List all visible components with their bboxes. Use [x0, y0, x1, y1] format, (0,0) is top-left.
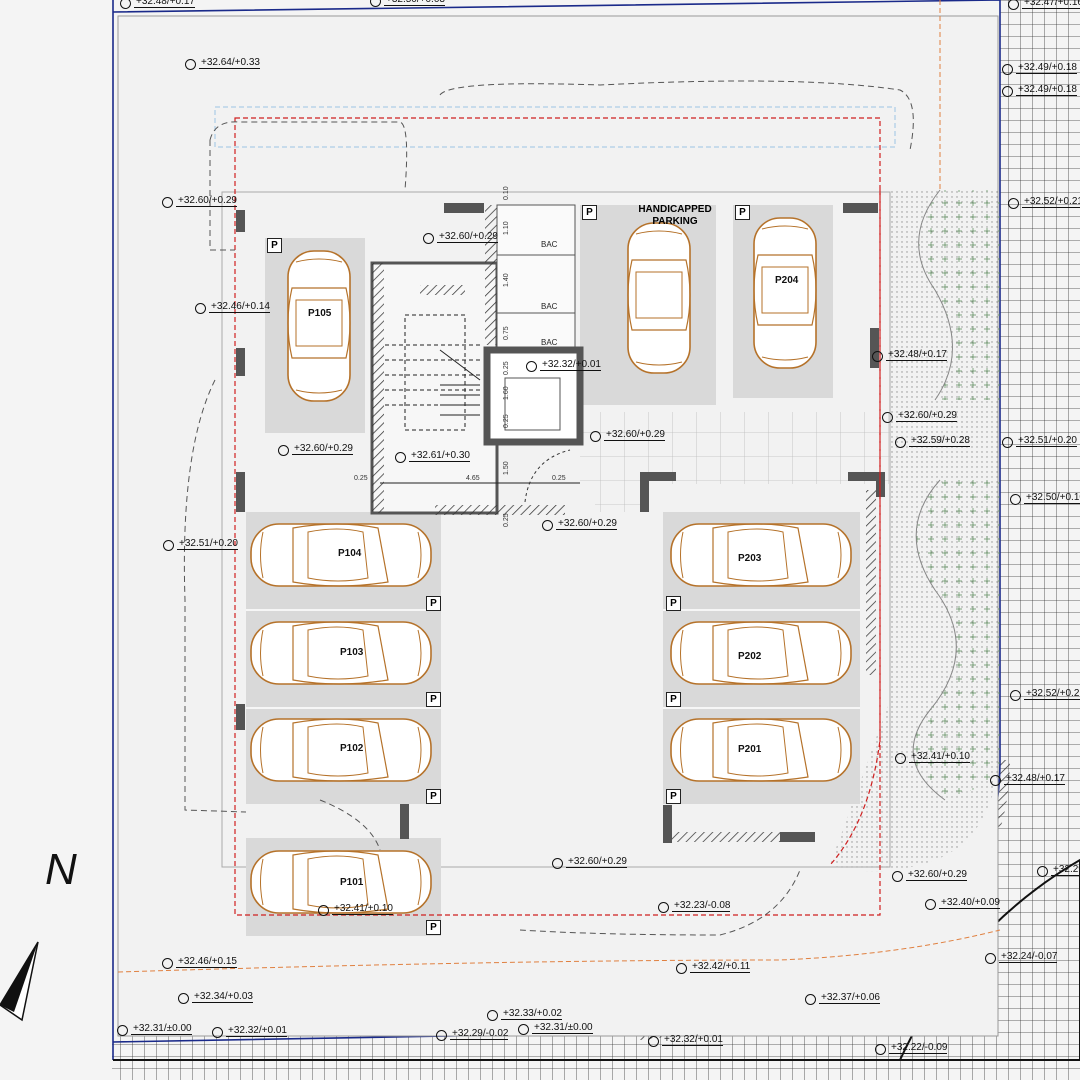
dimension-label: 0.25 [503, 361, 510, 375]
spot-label-p103: P103 [340, 647, 364, 658]
dimension-label: 0.10 [503, 186, 510, 200]
handicapped-parking-label: HANDICAPPED PARKING [638, 204, 712, 227]
elevation-label: +32.60/+0.29 [892, 869, 967, 882]
parking-sign-icon: P [582, 205, 597, 220]
parking-sign-icon: P [267, 238, 282, 253]
elevation-label: +32.41/+0.10 [895, 751, 970, 764]
dimension-label: 1.10 [503, 221, 510, 235]
parking-sign-icon: P [666, 789, 681, 804]
dimension-label: 1.50 [503, 461, 510, 475]
parking-sign-icon: P [426, 692, 441, 707]
dimension-label: 4.65 [466, 475, 480, 482]
elevation-label: +32.52/+0.21 [1010, 688, 1080, 701]
north-label: N [45, 845, 77, 894]
dimension-label: 0.25 [354, 475, 368, 482]
elevation-label: +32.60/+0.29 [423, 231, 498, 244]
parking-sign-icon: P [426, 920, 441, 935]
tiled-walkway [580, 412, 890, 484]
elevation-label: +32.51/+0.20 [163, 538, 238, 551]
setback-line [234, 117, 881, 916]
elevation-label: +32.33/+0.02 [487, 1008, 562, 1021]
elevation-label: +32.47/+0.16 [1008, 0, 1080, 10]
elevation-label: +32.60/+0.29 [278, 443, 353, 456]
elevation-label: +32.31/±0.00 [518, 1022, 593, 1035]
elevation-label: +32.49/+0.18 [1002, 62, 1077, 75]
elevation-label: +32.60/+0.29 [552, 856, 627, 869]
elevation-label: +32.59/+0.28 [895, 435, 970, 448]
dimension-label: 1.60 [503, 386, 510, 400]
elevation-label: +32.24/-0.07 [984, 951, 1058, 964]
parking-sign-icon: P [426, 789, 441, 804]
elevation-label: +32.29 [1037, 864, 1080, 877]
elevation-label: +32.51/+0.20 [1002, 435, 1077, 448]
elevation-label: +32.46/+0.14 [195, 301, 270, 314]
elevation-label: +32.32/+0.01 [648, 1034, 723, 1047]
parking-sign-icon: P [666, 596, 681, 611]
elevation-label: +32.40/+0.09 [925, 897, 1000, 910]
elevation-label: +32.31/±0.00 [117, 1023, 192, 1036]
spot-label-p101: P101 [340, 877, 364, 888]
elevation-label: +32.29/-0.02 [435, 1028, 509, 1041]
spot-label-p201: P201 [738, 744, 762, 755]
elevation-label: +32.42/+0.11 [675, 961, 751, 974]
elevation-label: +32.41/+0.10 [318, 903, 393, 916]
elevation-label: +32.48/+0.17 [872, 349, 947, 362]
elevation-label: +32.48/+0.17 [120, 0, 195, 9]
elevation-label: +32.50/+0.10 [1010, 492, 1080, 505]
parking-sign-icon: P [735, 205, 750, 220]
spot-label-p102: P102 [340, 743, 364, 754]
room-label: BAC [541, 302, 558, 311]
elevation-label: +32.23/-0.08 [657, 900, 731, 913]
walls [236, 203, 885, 843]
elevation-label: +32.50/+0.03 [370, 0, 445, 7]
stair-core [370, 203, 584, 515]
dimension-label: 1.40 [503, 273, 510, 287]
dimension-label: 0.25 [503, 513, 510, 527]
dimension-label: 0.25 [503, 414, 510, 428]
elevation-label: +32.60/+0.29 [162, 195, 237, 208]
room-label: BAC [541, 240, 558, 249]
elevation-label: +32.49/+0.18 [1002, 84, 1077, 97]
elevation-label: +32.64/+0.33 [185, 57, 260, 70]
elevation-label: +32.32/+0.01 [526, 359, 601, 372]
elevation-label: +32.32/+0.01 [212, 1025, 287, 1038]
spot-label-p203: P203 [738, 553, 762, 564]
elevation-label: +32.48/+0.17 [990, 773, 1065, 786]
elevation-label: +32.60/+0.29 [542, 518, 617, 531]
spot-label-p202: P202 [738, 651, 762, 662]
spot-label-p104: P104 [338, 548, 362, 559]
dimension-label: 0.25 [552, 475, 566, 482]
elevation-label: +32.60/+0.29 [590, 429, 665, 442]
parking-sign-icon: P [426, 596, 441, 611]
dimension-label: 0.75 [503, 326, 510, 340]
room-label: BAC [541, 338, 558, 347]
spot-label-p105: P105 [308, 308, 332, 319]
parking-sign-icon: P [666, 692, 681, 707]
elevation-label: +32.52/+0.21 [1008, 196, 1080, 209]
elevation-label: +32.22/-0.09 [874, 1042, 948, 1055]
elevation-label: +32.60/+0.29 [882, 410, 957, 423]
elevation-label: +32.61/+0.30 [395, 450, 470, 463]
elevation-label: +32.34/+0.03 [178, 991, 253, 1004]
elevation-label: +32.46/+0.15 [162, 956, 237, 969]
elevation-label: +32.37/+0.06 [805, 992, 880, 1005]
spot-label-p204: P204 [775, 275, 799, 286]
